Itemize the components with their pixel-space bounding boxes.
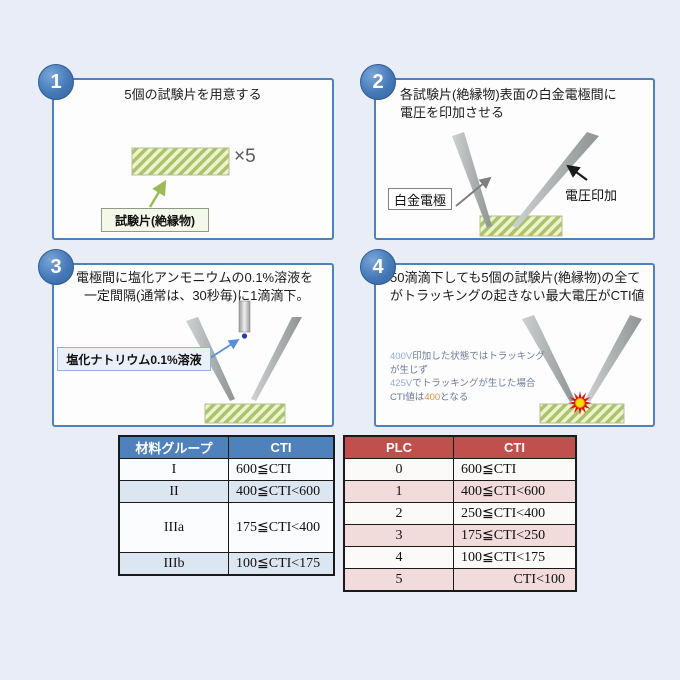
table-row: 5 CTI<100 xyxy=(343,568,577,592)
spark-center xyxy=(575,398,585,408)
step-2-title-line2: 電圧を印加させる xyxy=(400,105,505,120)
specimen-rect xyxy=(131,147,230,176)
step-4-illustration xyxy=(522,315,642,424)
table-row: 4 100≦CTI<175 xyxy=(343,546,577,569)
step-1-badge: 1 xyxy=(38,64,74,100)
dropper-icon xyxy=(238,300,251,333)
specimen-rect xyxy=(204,403,286,424)
electrode-right xyxy=(251,317,302,401)
step-2-title-line1: 各試験片(絶縁物)表面の白金電極間に xyxy=(400,87,617,102)
step-3-badge: 3 xyxy=(38,249,74,285)
table-header-row: PLC CTI xyxy=(343,435,577,459)
callout-arrow xyxy=(148,179,167,208)
table-row: IIIa 175≦CTI<400 xyxy=(118,502,335,553)
table-row: 2 250≦CTI<400 xyxy=(343,502,577,525)
table-row: II 400≦CTI<600 xyxy=(118,480,335,503)
step-1-title: 5個の試験片を用意する xyxy=(124,87,262,102)
cti-header: CTI xyxy=(228,435,335,459)
step-1-illustration xyxy=(131,147,230,208)
step-3-title-line1: 電極間に塩化アンモニウムの0.1%溶液を xyxy=(76,270,314,285)
electrode-callout-arrow xyxy=(455,176,492,207)
electrode-right xyxy=(585,315,642,402)
note-line-2: が生じず xyxy=(390,364,429,376)
step-4-badge: 4 xyxy=(360,249,396,285)
note-line-4: CTI値は400となる xyxy=(390,391,469,403)
solution-callout-arrow xyxy=(209,339,240,359)
droplet-icon xyxy=(241,333,248,339)
plc-header: PLC xyxy=(343,435,454,459)
step-3-title-line2: 一定間隔(通常は、30秒毎)に1滴滴下。 xyxy=(84,288,310,303)
step-panel-1: 5個の試験片を用意する xyxy=(52,78,334,240)
specimen-callout: 試験片(絶縁物) xyxy=(101,208,209,232)
table-row: 1 400≦CTI<600 xyxy=(343,480,577,503)
cti-example-note: 400V印加した状態ではトラッキング が生じず 425Vでトラッキングが生じた場… xyxy=(390,350,545,404)
table-header-row: 材料グループ CTI xyxy=(118,435,335,459)
material-group-header: 材料グループ xyxy=(118,435,229,459)
step-2-badge: 2 xyxy=(360,64,396,100)
table-row: IIIb 100≦CTI<175 xyxy=(118,552,335,576)
table-row: 3 175≦CTI<250 xyxy=(343,524,577,547)
step-2-illustration xyxy=(452,132,599,237)
solution-callout: 塩化ナトリウム0.1%溶液 xyxy=(57,347,211,371)
voltage-apply-label: 電圧印加 xyxy=(565,188,618,203)
table-row: I 600≦CTI xyxy=(118,458,335,481)
cti-header: CTI xyxy=(453,435,577,459)
table-row: 0 600≦CTI xyxy=(343,458,577,481)
step-4-title-line2: がトラッキングの起きない最大電圧がCTI値 xyxy=(390,288,645,303)
plc-table: PLC CTI 0 600≦CTI 1 400≦CTI<600 2 250≦CT… xyxy=(343,435,577,592)
times-five-label: ×5 xyxy=(234,146,256,167)
electrode-right xyxy=(512,132,599,228)
note-line-3: 425Vでトラッキングが生じた場合 xyxy=(390,378,536,389)
step-panel-4: 50滴滴下しても5個の試験片(絶縁物)の全て がトラッキングの起きない最大電圧が… xyxy=(374,263,655,427)
platinum-electrode-callout: 白金電極 xyxy=(388,188,452,210)
note-line-1: 400V印加した状態ではトラッキング xyxy=(390,351,545,362)
step-4-title-line1: 50滴滴下しても5個の試験片(絶縁物)の全て xyxy=(390,270,641,285)
voltage-arrow xyxy=(566,164,588,181)
electrode-left xyxy=(522,315,575,402)
electrode-left xyxy=(452,132,492,228)
step-panel-3: 電極間に塩化アンモニウムの0.1%溶液を 一定間隔(通常は、30秒毎)に1滴滴下… xyxy=(52,263,334,427)
step-3-illustration xyxy=(186,300,302,424)
step-panel-2: 各試験片(絶縁物)表面の白金電極間に 電圧を印加させる 白金電極 電圧印加 xyxy=(374,78,655,240)
material-group-table: 材料グループ CTI I 600≦CTI II 400≦CTI<600 IIIa… xyxy=(118,435,335,576)
